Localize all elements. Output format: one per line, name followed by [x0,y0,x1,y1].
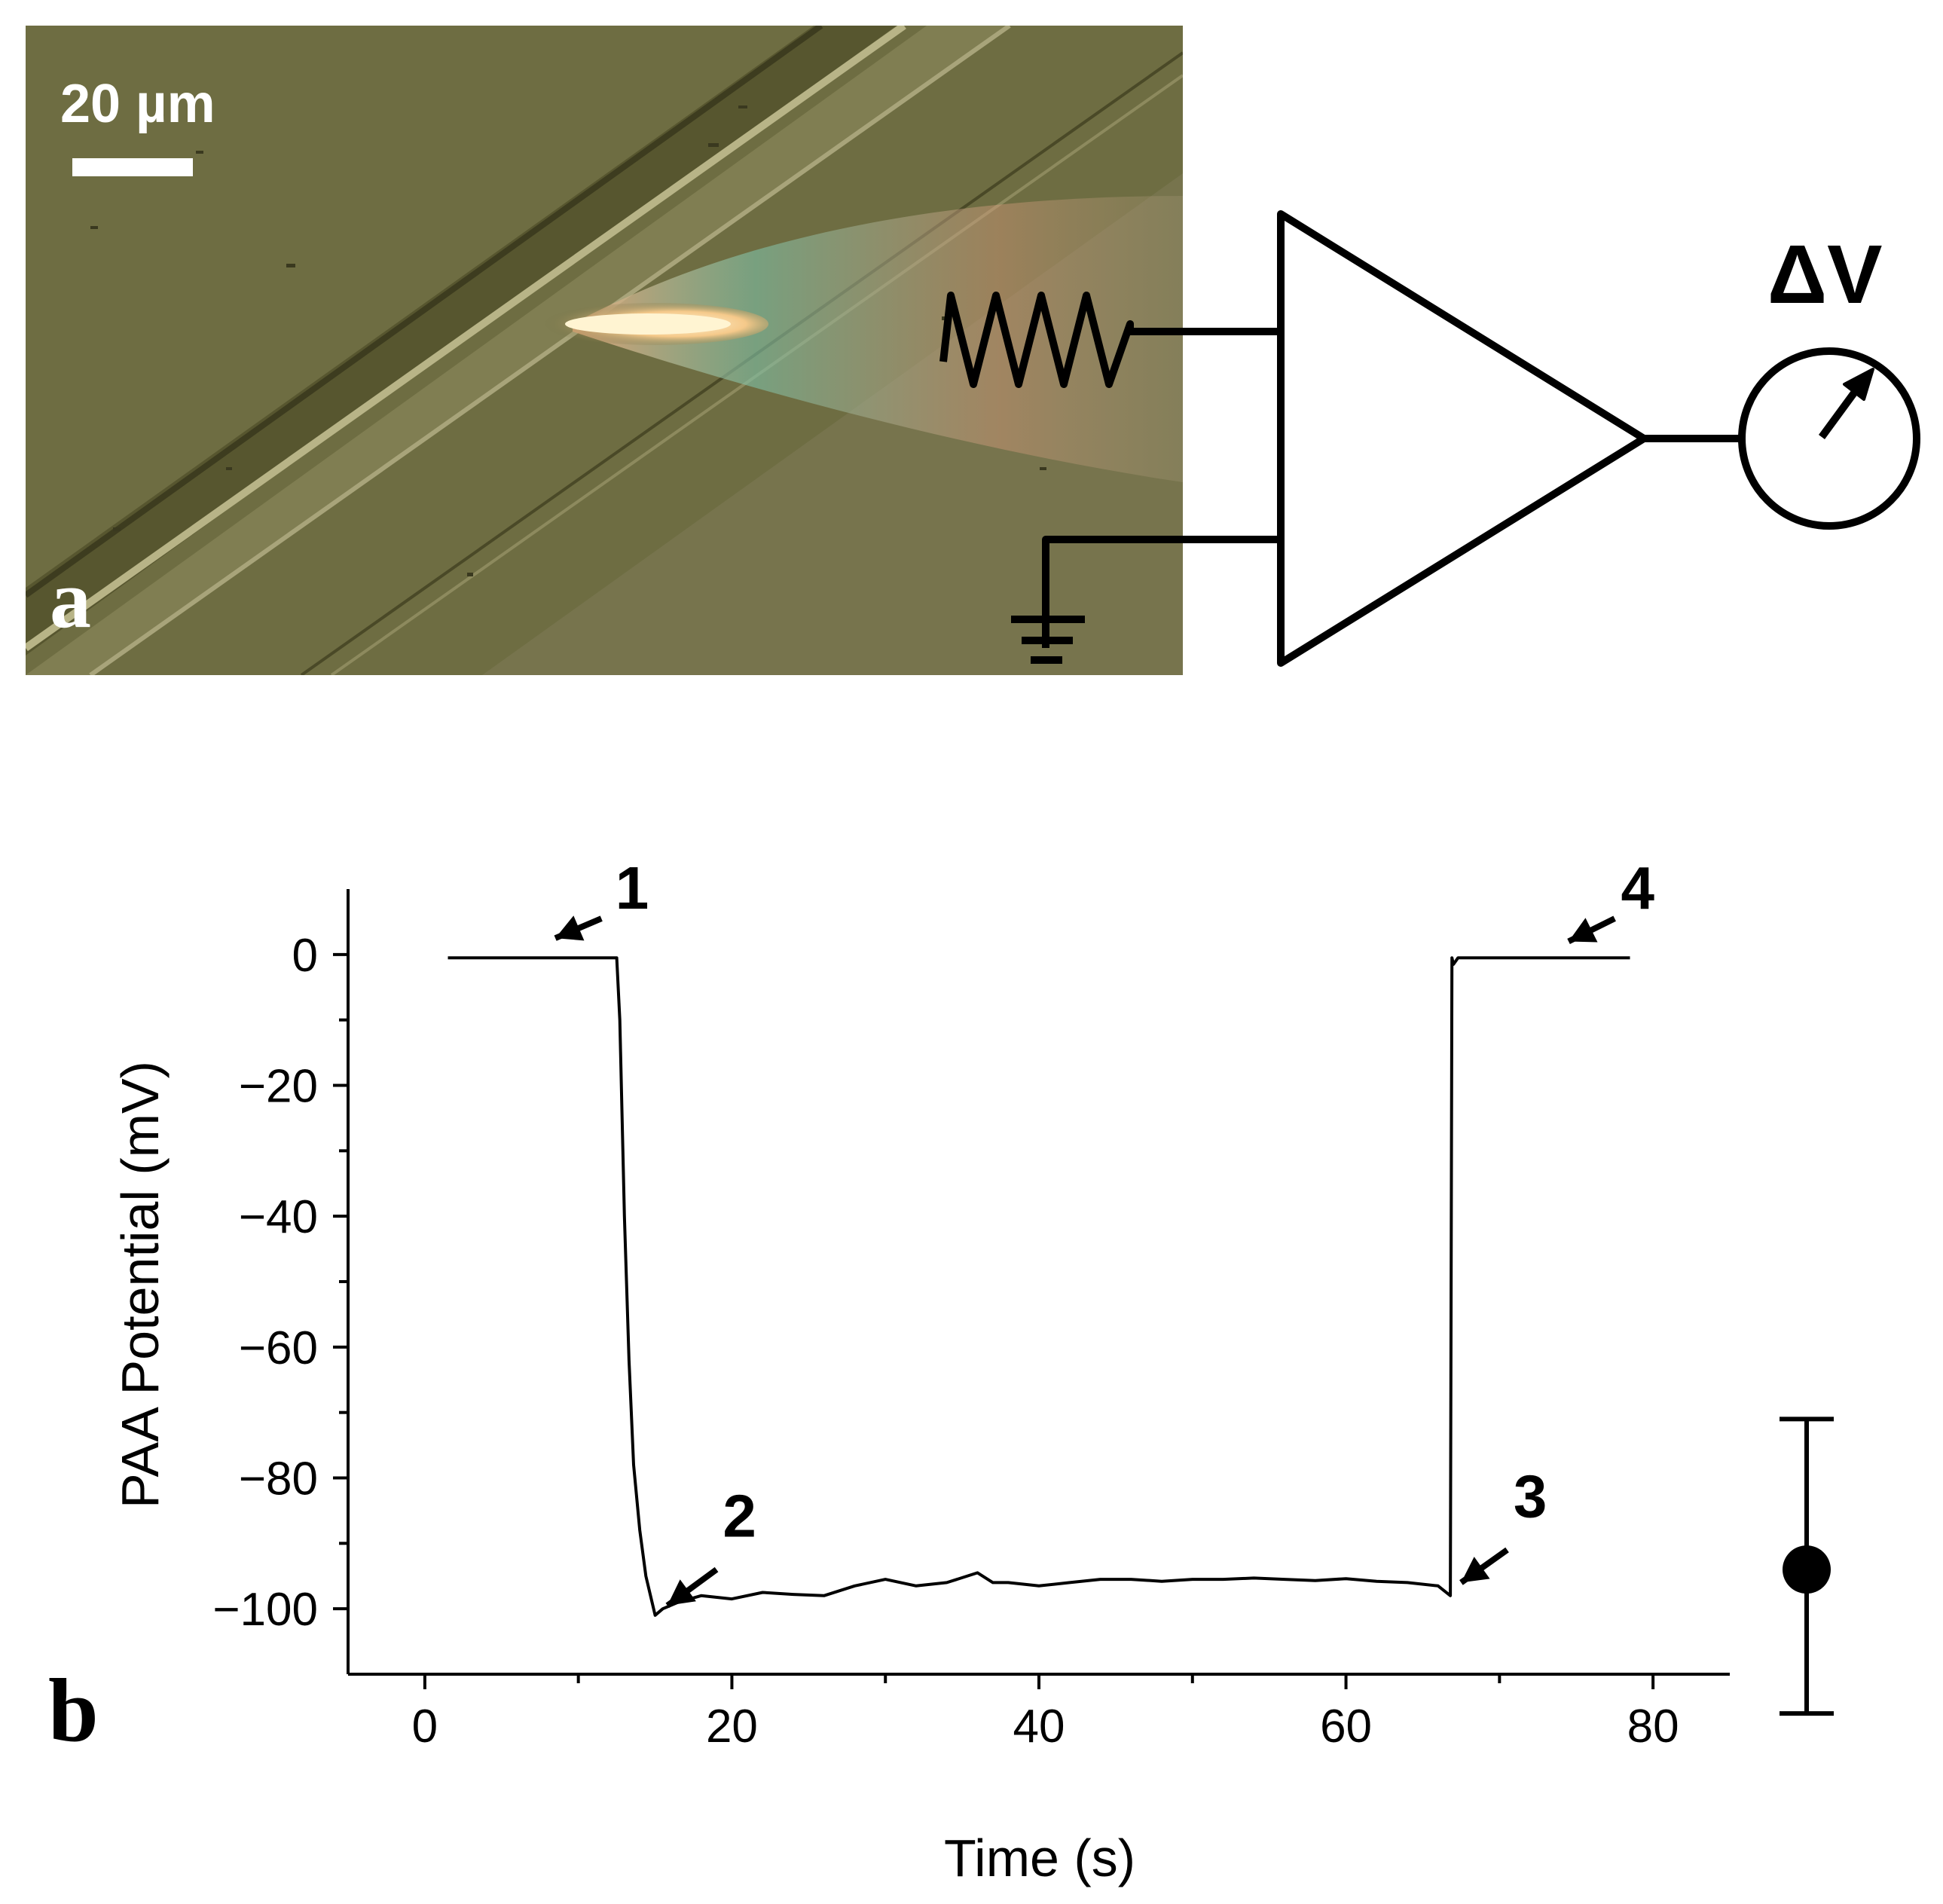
callout-arrowhead [1461,1557,1490,1583]
y-tick-label: −60 [239,1322,318,1374]
chart-summary-point [1780,1417,1834,1716]
x-tick-label: 0 [412,1701,438,1753]
chart-callouts: 1 2 3 4 [554,854,1654,1609]
chart-tick-labels: 0 20 40 60 80 0 −20 −40 −60 −80 −100 [212,930,1679,1753]
light-plume [573,196,1183,482]
y-tick-label: −20 [239,1061,318,1113]
fiber-edge-light-1 [26,26,906,652]
scale-bar [72,158,193,176]
series-line [448,956,1630,1617]
x-tick-label: 40 [1013,1701,1065,1753]
callout-label: 1 [616,854,649,921]
chart-ticks [333,952,1655,1689]
fiber-band-2 [26,26,1010,675]
chart-axes [347,889,1730,1676]
panel-letter-a: a [50,553,91,645]
callout-label: 2 [723,1483,756,1550]
callout-arrowhead [667,1579,696,1606]
y-axis-label: PAA Potential (mV) [111,1061,170,1508]
resistor-icon [939,292,1134,388]
y-tick-label: −40 [239,1191,318,1243]
x-tick-label: 60 [1320,1701,1372,1753]
micrograph-features [26,26,1183,675]
voltmeter-icon [1738,347,1920,530]
scale-bar-label: 20 µm [60,74,215,134]
mean-point [1783,1545,1831,1594]
fiber-edge-light-2 [89,26,1011,675]
voltmeter-needle [1818,390,1859,439]
x-tick-label: 80 [1627,1701,1679,1753]
panel-letter-b: b [48,1660,99,1760]
circuit-schematic [939,210,1920,667]
voltmeter-needle-arrowhead [1843,368,1874,401]
chart-series [448,956,1630,1617]
delta-v-label: ΔV [1767,228,1882,321]
callout-label: 3 [1514,1463,1547,1530]
wire-ground-to-amp [1042,536,1279,648]
callout-arrowhead [555,915,585,941]
callout-label: 4 [1621,854,1654,921]
amplifier-triangle-icon [1277,210,1648,667]
electrode-tip-core [565,313,731,335]
x-axis-label: Time (s) [944,1829,1135,1887]
y-tick-label: 0 [292,930,318,982]
x-tick-label: 20 [706,1701,758,1753]
fiber-edge-dark-1 [26,26,823,598]
chart-b: 0 20 40 60 80 0 −20 −40 −60 −80 −100 1 2 3 4 Time (s)… [48,854,1834,1887]
callout-arrowhead [1569,918,1598,943]
micrograph: 20 µm a [26,26,1183,675]
y-tick-label: −100 [212,1584,318,1636]
y-tick-label: −80 [239,1453,318,1505]
